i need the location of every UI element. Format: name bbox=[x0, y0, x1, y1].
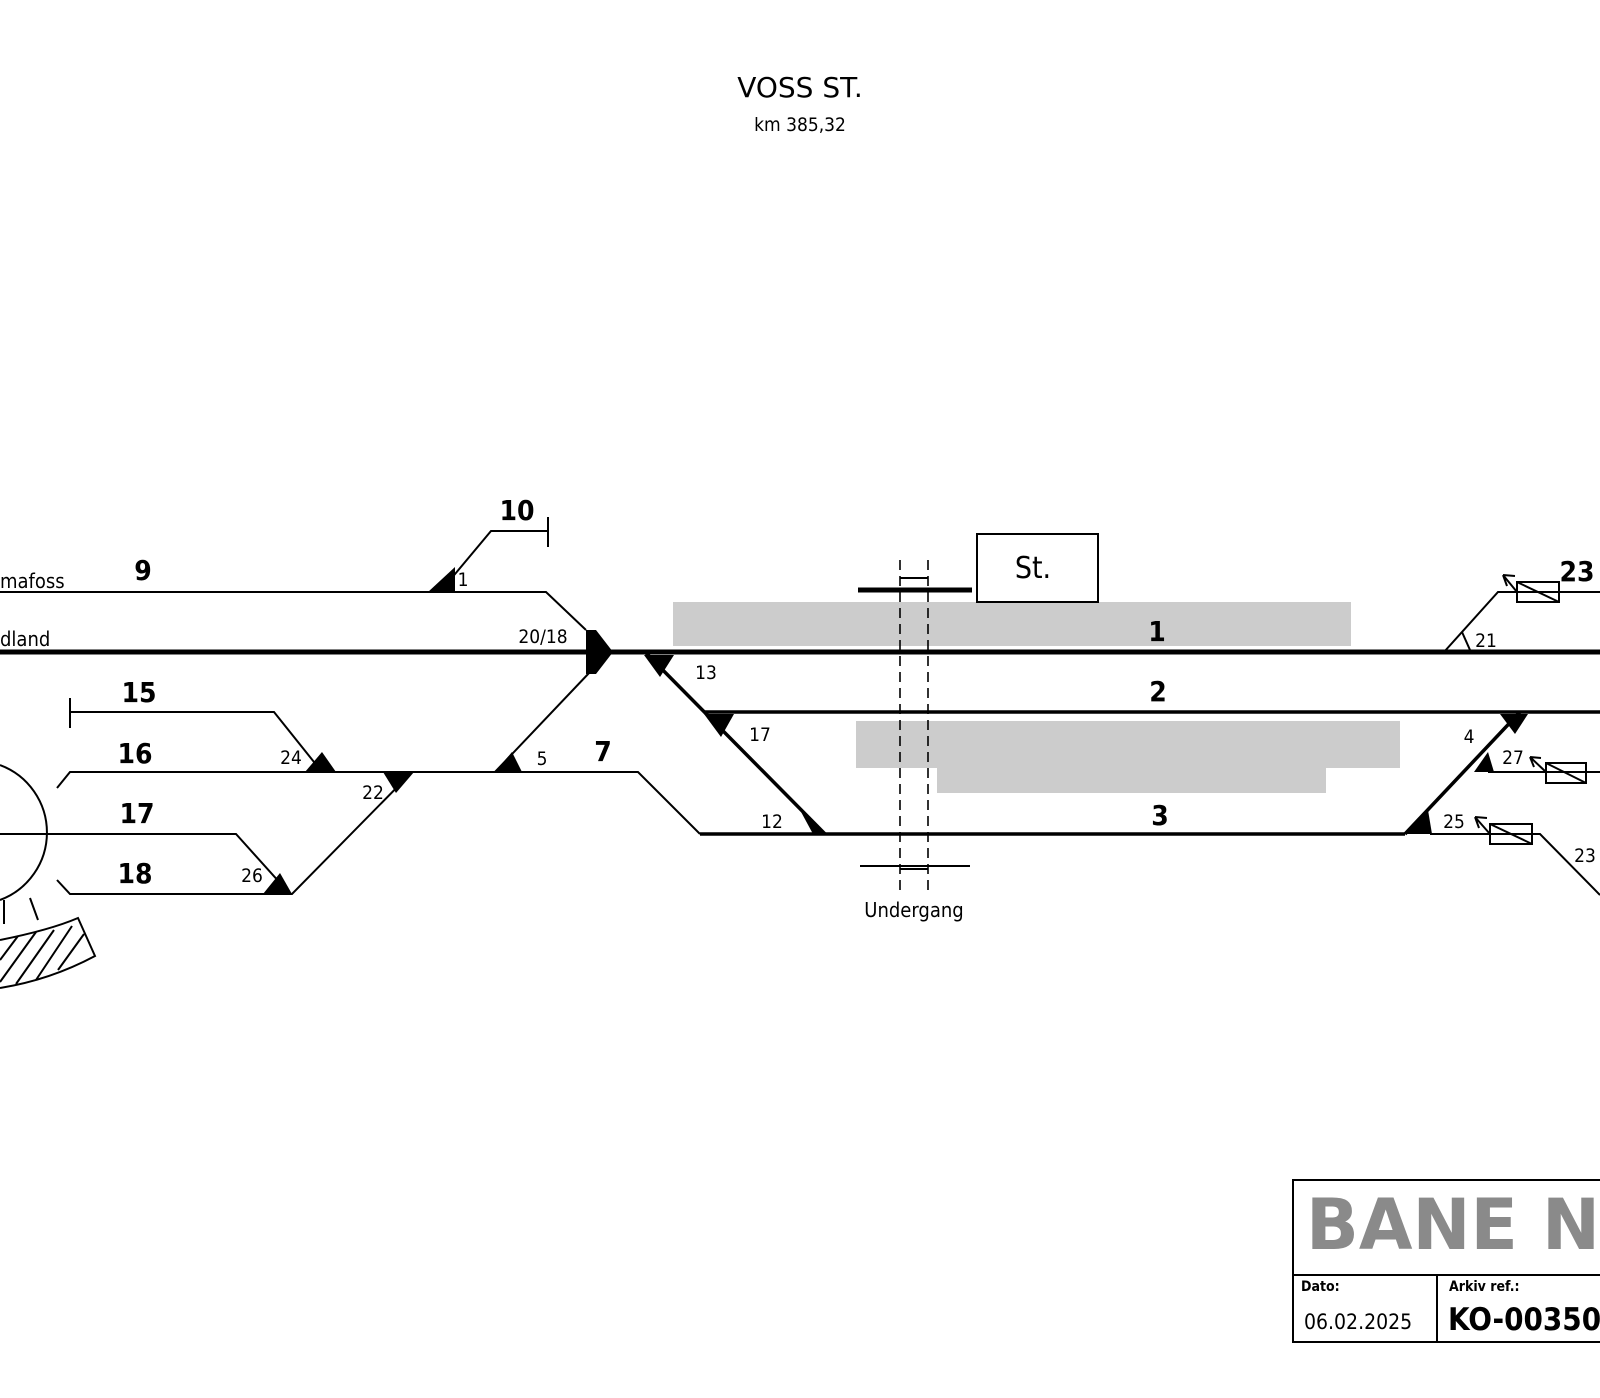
track-label-15: 15 bbox=[121, 676, 156, 709]
platform-2-extension bbox=[937, 766, 1326, 793]
track-25-line bbox=[1430, 833, 1600, 896]
underpass bbox=[858, 560, 972, 895]
signal-23-top bbox=[1502, 574, 1560, 603]
track-label-18: 18 bbox=[117, 857, 152, 890]
switch-17-mark bbox=[704, 714, 734, 737]
switch-4-mark bbox=[1500, 714, 1528, 734]
switch-22-mark bbox=[383, 772, 414, 793]
switch-12-mark bbox=[800, 810, 827, 834]
switch-label-1: 1 bbox=[458, 569, 469, 591]
switch-25-mark bbox=[1405, 810, 1432, 834]
place-label-top-left: mafoss bbox=[0, 569, 65, 593]
signal-25 bbox=[1474, 816, 1533, 845]
switch-label-21: 21 bbox=[1475, 630, 1497, 652]
switch-1-mark bbox=[428, 567, 455, 592]
switch-26-mark bbox=[263, 873, 292, 894]
switch-27-mark bbox=[1474, 752, 1494, 772]
switch-label-13: 13 bbox=[695, 662, 717, 684]
underpass-label: Undergang bbox=[864, 898, 963, 922]
archive-label: Arkiv ref.: bbox=[1449, 1279, 1520, 1295]
switch-label-5: 5 bbox=[537, 748, 548, 770]
switch-20-18-mark bbox=[586, 630, 613, 674]
switch-5-mark bbox=[495, 752, 522, 772]
track-17-line bbox=[0, 833, 291, 895]
switch-label-23: 23 bbox=[1574, 845, 1596, 867]
signal-27 bbox=[1529, 756, 1587, 784]
switch-21-angle-mark bbox=[1461, 631, 1471, 651]
track-label-1: 1 bbox=[1148, 615, 1166, 648]
place-label-main-left: dland bbox=[0, 627, 50, 651]
track-9-line bbox=[0, 591, 587, 631]
title-block bbox=[1292, 1179, 1600, 1343]
shed-hatch bbox=[0, 916, 97, 989]
switch-24-mark bbox=[305, 752, 336, 772]
station-building-box bbox=[976, 533, 1099, 603]
track-label-16: 16 bbox=[117, 737, 152, 770]
switch-label-20-18: 20/18 bbox=[518, 626, 567, 648]
switch-label-4: 4 bbox=[1464, 726, 1475, 748]
station-title: VOSS ST. bbox=[737, 71, 863, 104]
track-10-spur bbox=[439, 530, 548, 593]
turntable-circle bbox=[0, 764, 48, 901]
track-label-17: 17 bbox=[119, 797, 154, 830]
track-label-10: 10 bbox=[499, 494, 534, 527]
station-km: km 385,32 bbox=[754, 114, 846, 136]
switch-label-17: 17 bbox=[749, 724, 771, 746]
archive-value: KO-003504- bbox=[1448, 1302, 1600, 1338]
track-label-2: 2 bbox=[1149, 675, 1167, 708]
platform-1 bbox=[673, 602, 1351, 646]
bane-logo-mark: BANE N bbox=[1306, 1184, 1600, 1266]
switch-label-24: 24 bbox=[280, 747, 302, 769]
station-building-label: St. bbox=[1015, 551, 1051, 586]
switch-13-mark bbox=[644, 655, 674, 677]
track-18-line bbox=[56, 771, 413, 895]
platform-2 bbox=[856, 721, 1400, 768]
track-label-3: 3 bbox=[1151, 799, 1169, 832]
switch-label-25: 25 bbox=[1443, 811, 1465, 833]
track-label-7: 7 bbox=[594, 735, 612, 768]
track-15-line bbox=[70, 711, 323, 773]
track-label-9: 9 bbox=[134, 554, 152, 587]
date-value: 06.02.2025 bbox=[1304, 1310, 1412, 1334]
track-label-23: 23 bbox=[1559, 555, 1594, 588]
switch-label-26: 26 bbox=[241, 865, 263, 887]
date-label: Dato: bbox=[1301, 1279, 1340, 1295]
turntable-tick-2 bbox=[29, 897, 39, 921]
switch-label-22: 22 bbox=[362, 782, 384, 804]
diagonal-main-to-track-3 bbox=[643, 650, 827, 836]
switch-label-27: 27 bbox=[1502, 747, 1524, 769]
logo-text: BANE N bbox=[1306, 1184, 1600, 1266]
track-2-to-3-right-crossover bbox=[1403, 710, 1522, 836]
switch-label-12: 12 bbox=[761, 811, 783, 833]
track-7-line bbox=[56, 771, 701, 835]
